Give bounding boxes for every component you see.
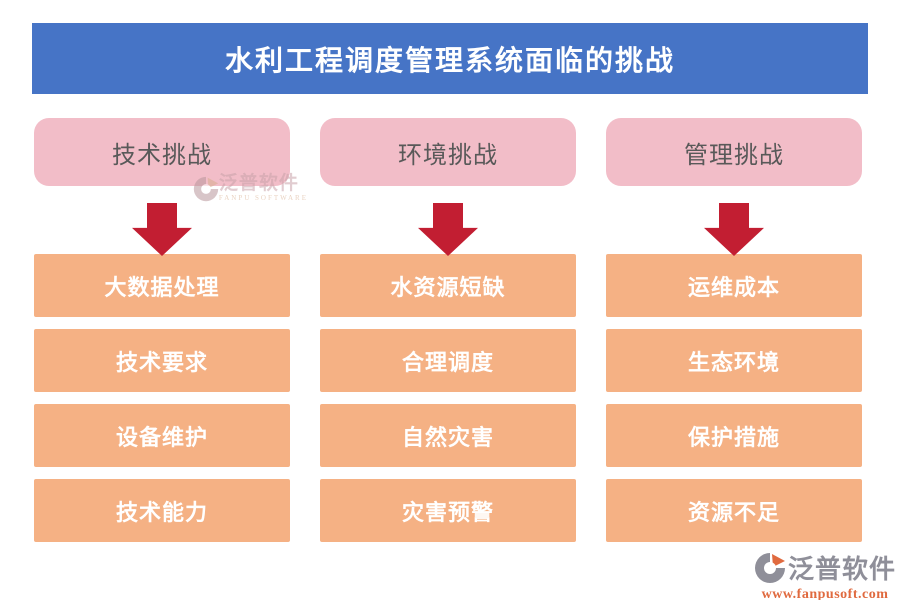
item-box: 生态环境 (606, 329, 862, 392)
item-label: 技术能力 (115, 499, 208, 525)
column-technical: 技术挑战 泛普软件 FANPU SOFTWARE 大数据处理 技术要求 设备维护… (34, 118, 306, 554)
column-environment: 环境挑战 水资源短缺 合理调度 自然灾害 灾害预警 (320, 118, 576, 554)
item-label: 合理调度 (401, 349, 494, 375)
item-label: 生态环境 (687, 349, 780, 375)
watermark-url-text: www.fanpusoft.com (761, 587, 889, 600)
column-header-label: 管理挑战 (684, 142, 784, 169)
page-title: 水利工程调度管理系统面临的挑战 (224, 45, 675, 77)
item-box: 设备维护 (34, 404, 290, 467)
watermark-footer: 泛普软件 www.fanpusoft.com (752, 548, 899, 600)
fanpu-logo-icon (755, 552, 785, 583)
item-box: 技术能力 (34, 479, 290, 542)
item-label: 灾害预警 (401, 499, 494, 525)
item-label: 设备维护 (115, 424, 208, 450)
down-arrow-icon (132, 203, 192, 256)
title-banner: 水利工程调度管理系统面临的挑战 (32, 23, 868, 94)
column-header-label: 技术挑战 (112, 142, 212, 169)
item-label: 自然灾害 (401, 424, 494, 450)
down-arrow-icon (418, 203, 478, 256)
item-box: 技术要求 (34, 329, 290, 392)
column-management: 管理挑战 运维成本 生态环境 保护措施 资源不足 (606, 118, 862, 554)
column-header-technical: 技术挑战 泛普软件 FANPU SOFTWARE (34, 118, 306, 202)
item-box: 保护措施 (606, 404, 862, 467)
item-label: 水资源短缺 (390, 274, 506, 300)
item-label: 技术要求 (115, 349, 208, 375)
item-box: 大数据处理 (34, 254, 290, 317)
item-label: 大数据处理 (104, 274, 220, 300)
column-header-environment: 环境挑战 (320, 118, 576, 186)
item-label: 运维成本 (687, 274, 780, 300)
item-box: 资源不足 (606, 479, 862, 542)
column-header-label: 环境挑战 (398, 142, 498, 169)
column-header-management: 管理挑战 (606, 118, 862, 186)
item-box: 自然灾害 (320, 404, 576, 467)
watermark-brand-text: 泛普软件 (788, 555, 897, 584)
item-label: 资源不足 (687, 499, 780, 525)
item-label: 保护措施 (687, 424, 780, 450)
item-box: 水资源短缺 (320, 254, 576, 317)
item-box: 灾害预警 (320, 479, 576, 542)
item-box: 运维成本 (606, 254, 862, 317)
item-box: 合理调度 (320, 329, 576, 392)
down-arrow-icon (704, 203, 764, 256)
